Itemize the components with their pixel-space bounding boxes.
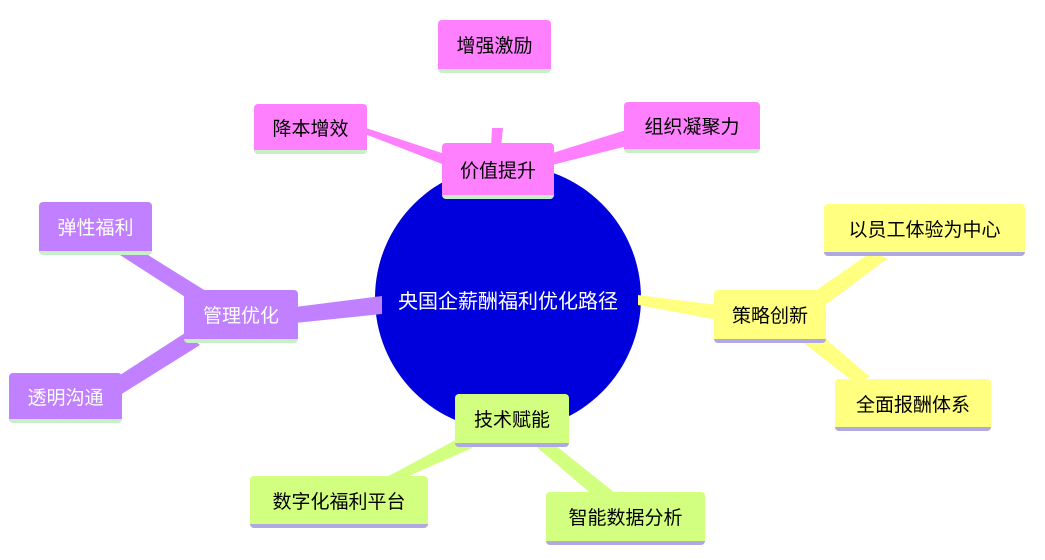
node-management-optimization[interactable]: 管理优化 [184,290,298,343]
node-digital-benefits-platform[interactable]: 数字化福利平台 [250,476,428,528]
edge-technology-to-digital-platform [372,435,472,485]
node-organizational-cohesion[interactable]: 组织凝聚力 [624,102,760,153]
edge-value-to-cost-efficiency [352,128,460,169]
node-cost-efficiency[interactable]: 降本增效 [254,104,367,154]
center-node-circle [375,165,641,431]
node-total-rewards-system[interactable]: 全面报酬体系 [835,379,991,431]
node-value-enhancement[interactable]: 价值提升 [442,143,554,199]
center-node-label: 央国企薪酬福利优化路径 [398,288,618,313]
node-employee-experience-centered[interactable]: 以员工体验为中心 [824,204,1025,256]
node-enhance-incentive[interactable]: 增强激励 [438,20,551,73]
node-intelligent-data-analytics[interactable]: 智能数据分析 [546,492,705,545]
node-flexible-benefits[interactable]: 弹性福利 [39,202,152,255]
node-transparent-communication[interactable]: 透明沟通 [9,373,122,423]
edge-technology-to-data-analytics [532,437,615,497]
edge-center-to-strategy [638,295,718,320]
edge-value-to-cohesion [543,130,631,166]
node-strategy-innovation[interactable]: 策略创新 [714,290,826,343]
edge-management-to-center [295,296,382,323]
edge-management-to-transparent-communication [100,333,200,395]
node-technology-enablement[interactable]: 技术赋能 [455,394,569,447]
